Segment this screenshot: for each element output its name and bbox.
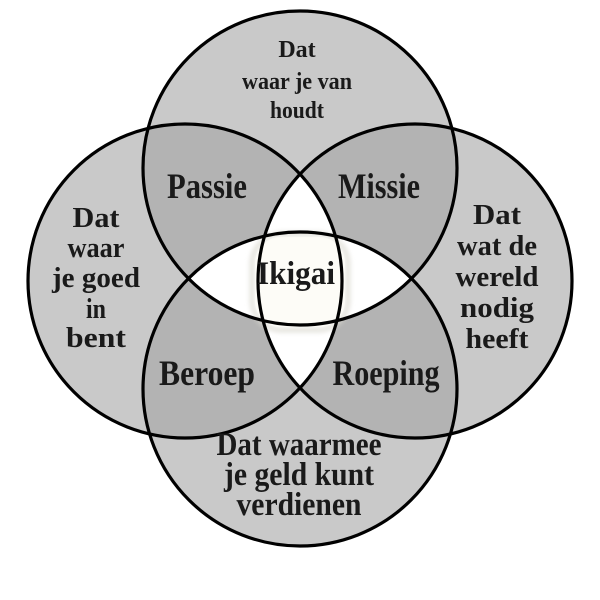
top-circle-label-line: Dat bbox=[278, 37, 315, 63]
circle-outline-layer bbox=[26, 9, 574, 548]
right-circle-label: Dat wat de wereld nodig heeft bbox=[456, 199, 539, 355]
center-halo-ring bbox=[249, 231, 351, 333]
left-circle-label-line: je goed bbox=[51, 262, 140, 294]
right-circle-label-line: wereld bbox=[456, 261, 539, 293]
left-circle-label-line: waar bbox=[68, 232, 125, 264]
top-circle-label-line: houdt bbox=[270, 98, 324, 124]
passie-label: Passie bbox=[167, 166, 247, 206]
right-circle-label-line: wat de bbox=[457, 230, 537, 262]
left-circle-label-line: Dat bbox=[73, 202, 120, 234]
left-circle-label-line: in bbox=[86, 293, 106, 325]
missie-label: Missie bbox=[338, 166, 420, 206]
right-circle-label-line: heeft bbox=[466, 323, 529, 355]
beroep-label: Beroep bbox=[159, 353, 255, 393]
roeping-label: Roeping bbox=[333, 353, 440, 393]
bottom-circle-label-line: Dat waarmee bbox=[217, 427, 382, 463]
left-circle-outline bbox=[26, 122, 344, 440]
right-circle-label-line: Dat bbox=[473, 199, 521, 231]
ikigai-label: Ikigai bbox=[257, 256, 335, 292]
center-glow-fill bbox=[255, 237, 345, 327]
label-layer: Dat waar je van houdt Dat waar je goed i… bbox=[51, 37, 539, 523]
left-circle-label: Dat waar je goed in bent bbox=[51, 202, 140, 354]
top-circle-label: Dat waar je van houdt bbox=[242, 37, 352, 124]
right-circle-label-line: nodig bbox=[460, 292, 535, 324]
bottom-circle-outline bbox=[141, 230, 459, 548]
top-circle-outline bbox=[141, 9, 459, 327]
top-circle-label-line: waar je van bbox=[242, 69, 352, 95]
center-glow bbox=[249, 231, 351, 333]
bottom-circle-label-line: je geld kunt bbox=[223, 457, 374, 493]
right-circle-outline bbox=[256, 122, 574, 440]
bottom-circle-label: Dat waarmee je geld kunt verdienen bbox=[217, 427, 382, 523]
bottom-circle-label-line: verdienen bbox=[237, 487, 362, 523]
left-circle-label-line: bent bbox=[66, 322, 126, 354]
